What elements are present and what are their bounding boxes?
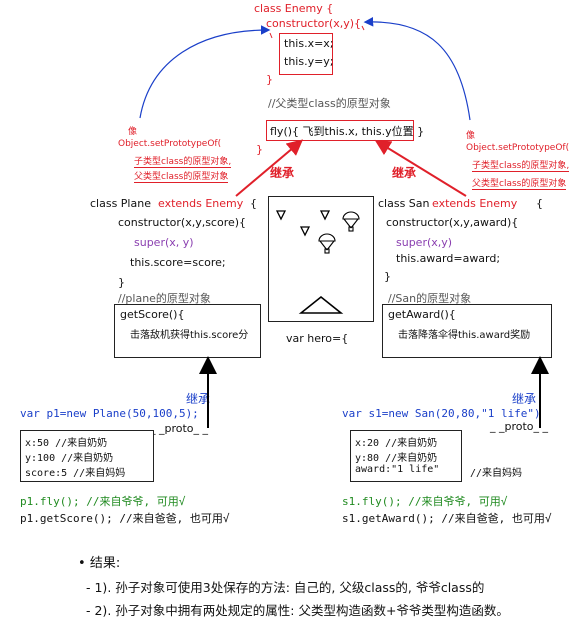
san-getaward-body: 击落降落伞得this.award奖励 [398, 330, 531, 341]
hero-variable: var hero={ [286, 332, 349, 345]
right-note-line2: Object.setPrototypeOf( [466, 143, 570, 153]
p1-prop-score: score:5 //来自妈妈 [25, 468, 126, 479]
san-class-keyword: class San [378, 197, 430, 210]
game-preview-box [268, 196, 374, 322]
san-proto-comment: //San的原型对象 [388, 292, 472, 305]
enemy-fly-box [266, 120, 414, 141]
enemy-class-close: } [256, 143, 263, 156]
result-title-text: 结果: [89, 556, 121, 571]
p1-proto-link: _ _proto_ _ [150, 422, 209, 435]
bullet-dot: • [78, 556, 90, 571]
p1-getscore-call: p1.getScore(); //来自爸爸, 也可用√ [20, 512, 230, 525]
s1-proto-link: _ _proto_ _ [490, 420, 549, 433]
san-award-assign: this.award=award; [396, 252, 501, 265]
right-blue-curve-arrow [363, 16, 471, 121]
parachute-icon [318, 233, 336, 254]
s1-declaration: var s1=new San(20,80,"1 life") [342, 407, 541, 420]
s1-getaward-call: s1.getAward(); //来自爸爸, 也可用√ [342, 512, 552, 525]
plane-super-call: super(x, y) [134, 236, 194, 249]
red-tick-mark [269, 32, 273, 39]
p1-decl-text: var p1=new Plane(50,100,5); [20, 407, 199, 420]
enemy-fly-method: fly(){ 飞到this.x, this.y位置 } [270, 125, 425, 138]
s1-decl-text: var s1=new San(20,80,"1 life") [342, 407, 541, 420]
parachute-icon [342, 211, 360, 232]
s1-prop-x: x:20 //来自奶奶 [355, 438, 438, 449]
plane-extends: extends Enemy [158, 197, 244, 210]
san-extends: extends Enemy [432, 197, 518, 210]
right-note-line3: 子类型class的原型对象, [472, 158, 570, 172]
enemy-x-assign: this.x=x; [284, 37, 334, 50]
enemy-constructor: constructor(x,y){ [266, 17, 361, 30]
enemy-ctor-close: } [266, 73, 273, 86]
right-inherit-label: 继承 [392, 166, 417, 180]
enemy-ctor-body-box [279, 33, 333, 75]
p1-prop-y: y:100 //来自奶奶 [25, 453, 114, 464]
p1-inherit-label: 继承 [186, 392, 211, 406]
left-note-line1: 像 [128, 127, 138, 137]
p1-prop-x: x:50 //来自奶奶 [25, 438, 108, 449]
san-constructor: constructor(x,y,award){ [386, 216, 519, 229]
s1-prop-award: award:"1 life" [355, 464, 440, 475]
s1-fly-call: s1.fly(); //来自爷爷, 可用√ [342, 495, 508, 508]
left-note-line3: 子类型class的原型对象, [134, 154, 232, 168]
result-title: • 结果: [78, 552, 120, 571]
red-tick-mark [361, 25, 365, 31]
left-red-arrow [235, 139, 304, 197]
hero-plane-icon [298, 295, 344, 314]
left-inherit-label: 继承 [270, 166, 295, 180]
plane-getscore-body: 击落敌机获得this.score分 [130, 330, 249, 341]
left-note-line4: 父类型class的原型对象 [134, 169, 229, 183]
san-open-brace: { [536, 197, 543, 210]
plane-score-assign: this.score=score; [130, 256, 226, 269]
p1-declaration: var p1=new Plane(50,100,5); [20, 407, 199, 420]
enemy-plane-icon [299, 226, 311, 237]
san-proto-box [382, 304, 552, 358]
plane-class-keyword: class Plane [90, 197, 151, 210]
right-red-arrow [374, 139, 467, 197]
enemy-proto-comment: //父类型class的原型对象 [268, 97, 391, 110]
plane-getscore-method: getScore(){ [120, 308, 185, 321]
san-getaward-method: getAward(){ [388, 308, 456, 321]
left-blue-curve-arrow [139, 25, 271, 119]
enemy-class-header: class Enemy { [254, 2, 334, 15]
right-note-line4: 父类型class的原型对象 [472, 176, 567, 190]
p1-object-box [20, 430, 154, 482]
right-note-line1: 像 [466, 131, 476, 141]
san-super-call: super(x,y) [396, 236, 453, 249]
plane-open-brace: { [250, 197, 257, 210]
s1-prop-award-note: //来自妈妈 [470, 468, 523, 479]
p1-fly-call: p1.fly(); //来自爷爷, 可用√ [20, 495, 186, 508]
result-line-1: - 1). 孙子对象可使用3处保存的方法: 自己的, 父级class的, 爷爷c… [86, 580, 485, 595]
san-ctor-close: } [384, 270, 391, 283]
game-preview-scene [275, 210, 360, 314]
s1-object-box [350, 430, 462, 482]
plane-ctor-close: } [118, 276, 125, 289]
enemy-plane-icon [275, 210, 287, 221]
left-note-line2: Object.setPrototypeOf( [118, 139, 222, 149]
plane-constructor: constructor(x,y,score){ [118, 216, 247, 229]
plane-proto-box [114, 304, 261, 358]
enemy-plane-icon [319, 210, 331, 221]
plane-proto-comment: //plane的原型对象 [118, 292, 211, 305]
s1-inherit-label: 继承 [512, 392, 537, 406]
result-line-2: - 2). 孙子对象中拥有两处规定的属性: 父类型构造函数+爷爷类型构造函数。 [86, 603, 509, 618]
enemy-y-assign: this.y=y; [284, 55, 334, 68]
s1-prop-y: y:80 //来自奶奶 [355, 453, 438, 464]
